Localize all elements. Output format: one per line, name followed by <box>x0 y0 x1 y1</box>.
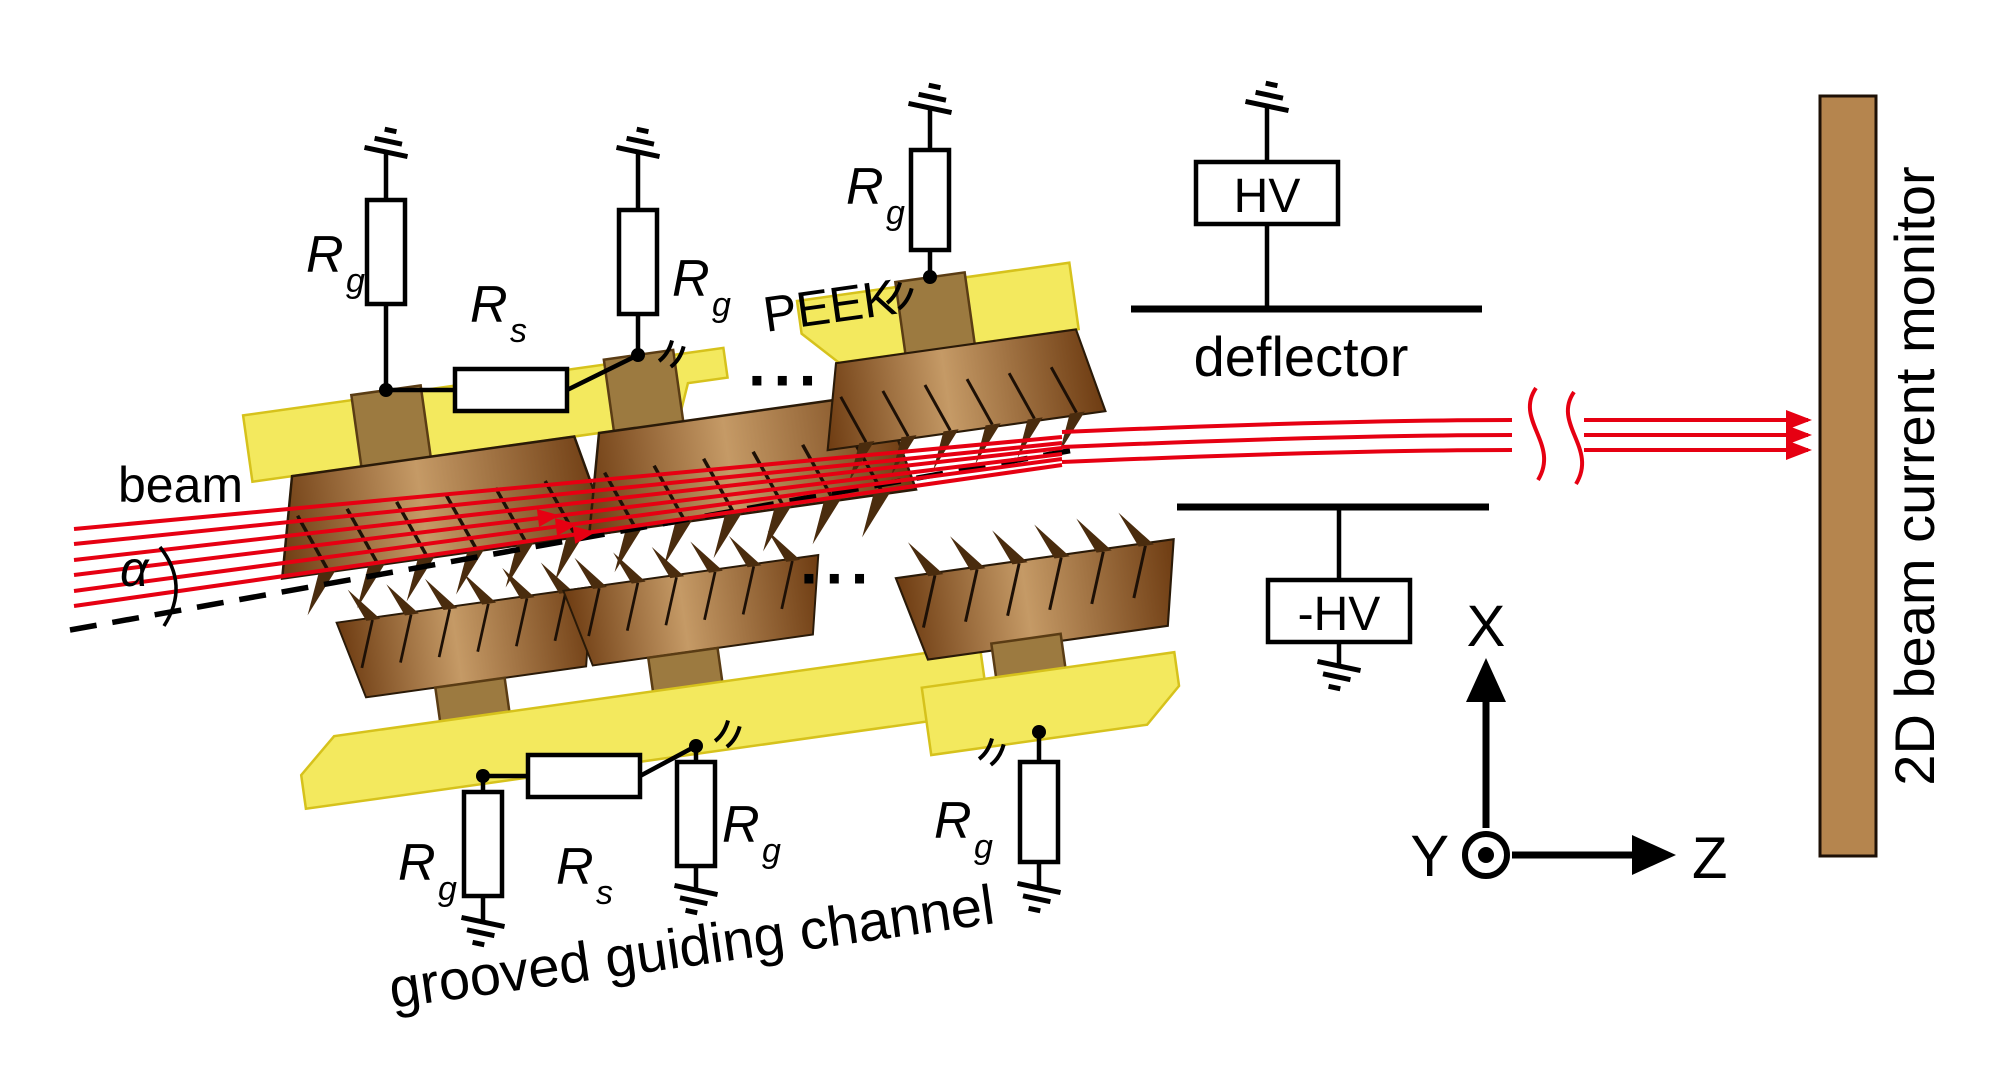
peek-insulator-lower <box>299 643 991 811</box>
lower-right-assembly <box>889 504 1187 757</box>
resistor-rg <box>674 759 718 869</box>
axis-x-label: X <box>1467 594 1506 659</box>
dots-upper: ··· <box>748 344 824 416</box>
beam-direction-arrow <box>536 509 560 527</box>
upper-right-assembly <box>795 261 1112 486</box>
rs-label-top: Rs <box>470 276 527 350</box>
coordinate-axes <box>1462 658 1676 879</box>
wire-node <box>923 270 937 284</box>
rg-label-top-left: Rg <box>306 226 365 300</box>
upper-left-assembly <box>241 346 924 620</box>
beam-lines-outgoing <box>1061 386 1812 486</box>
resistor-rs <box>525 752 643 800</box>
beam-break-mark <box>1528 386 1546 482</box>
beam-current-monitor-bar <box>1818 94 1878 858</box>
resistor-rg <box>1017 759 1061 865</box>
resistor-network-top-left <box>364 126 688 414</box>
peek-insulator-lower-right <box>920 650 1181 757</box>
resistor-rg <box>908 147 952 253</box>
monitor-label: 2D beam current monitor <box>1883 166 1946 785</box>
beam-lines-incoming <box>73 435 1063 608</box>
neg-hv-label: -HV <box>1298 588 1381 641</box>
y-axis-dot <box>1478 847 1494 863</box>
x-axis-arrowhead <box>1466 658 1506 702</box>
axis-y-label: Y <box>1410 824 1449 889</box>
resistor-network-bottom-middle <box>975 725 1061 914</box>
alpha-angle-arc <box>158 545 178 627</box>
resistor-rg <box>364 197 408 307</box>
axis-z-label: Z <box>1692 826 1727 891</box>
resistor-rg <box>616 207 660 317</box>
rg-label-top-right: Rg <box>672 250 731 324</box>
rs-label-bottom: Rs <box>556 838 613 912</box>
wire-node <box>631 348 645 362</box>
z-axis-arrowhead <box>1632 835 1676 875</box>
alpha-label: α <box>120 541 150 597</box>
dots-lower: ··· <box>800 542 876 614</box>
beam-label: beam <box>118 457 243 513</box>
rg-label-bottom-left: Rg <box>398 834 457 908</box>
rg-label-bottom-middle: Rg <box>934 792 993 866</box>
neg-hv-supply-box <box>1265 577 1413 645</box>
rg-label-top-middle: Rg <box>846 158 905 232</box>
resistor-network-top-middle <box>883 82 956 312</box>
beam-direction-arrow <box>554 518 578 536</box>
resistor-network-bottom-left <box>457 717 744 948</box>
deflector-label: deflector <box>1194 325 1409 388</box>
hv-label: HV <box>1234 170 1301 223</box>
deflector <box>1131 80 1489 692</box>
beam-direction-arrow <box>572 526 596 544</box>
resistor-rg <box>461 789 505 899</box>
beam-break-mark <box>1566 390 1584 486</box>
resistor-rs <box>452 366 570 414</box>
rg-label-bottom-right: Rg <box>722 796 781 870</box>
